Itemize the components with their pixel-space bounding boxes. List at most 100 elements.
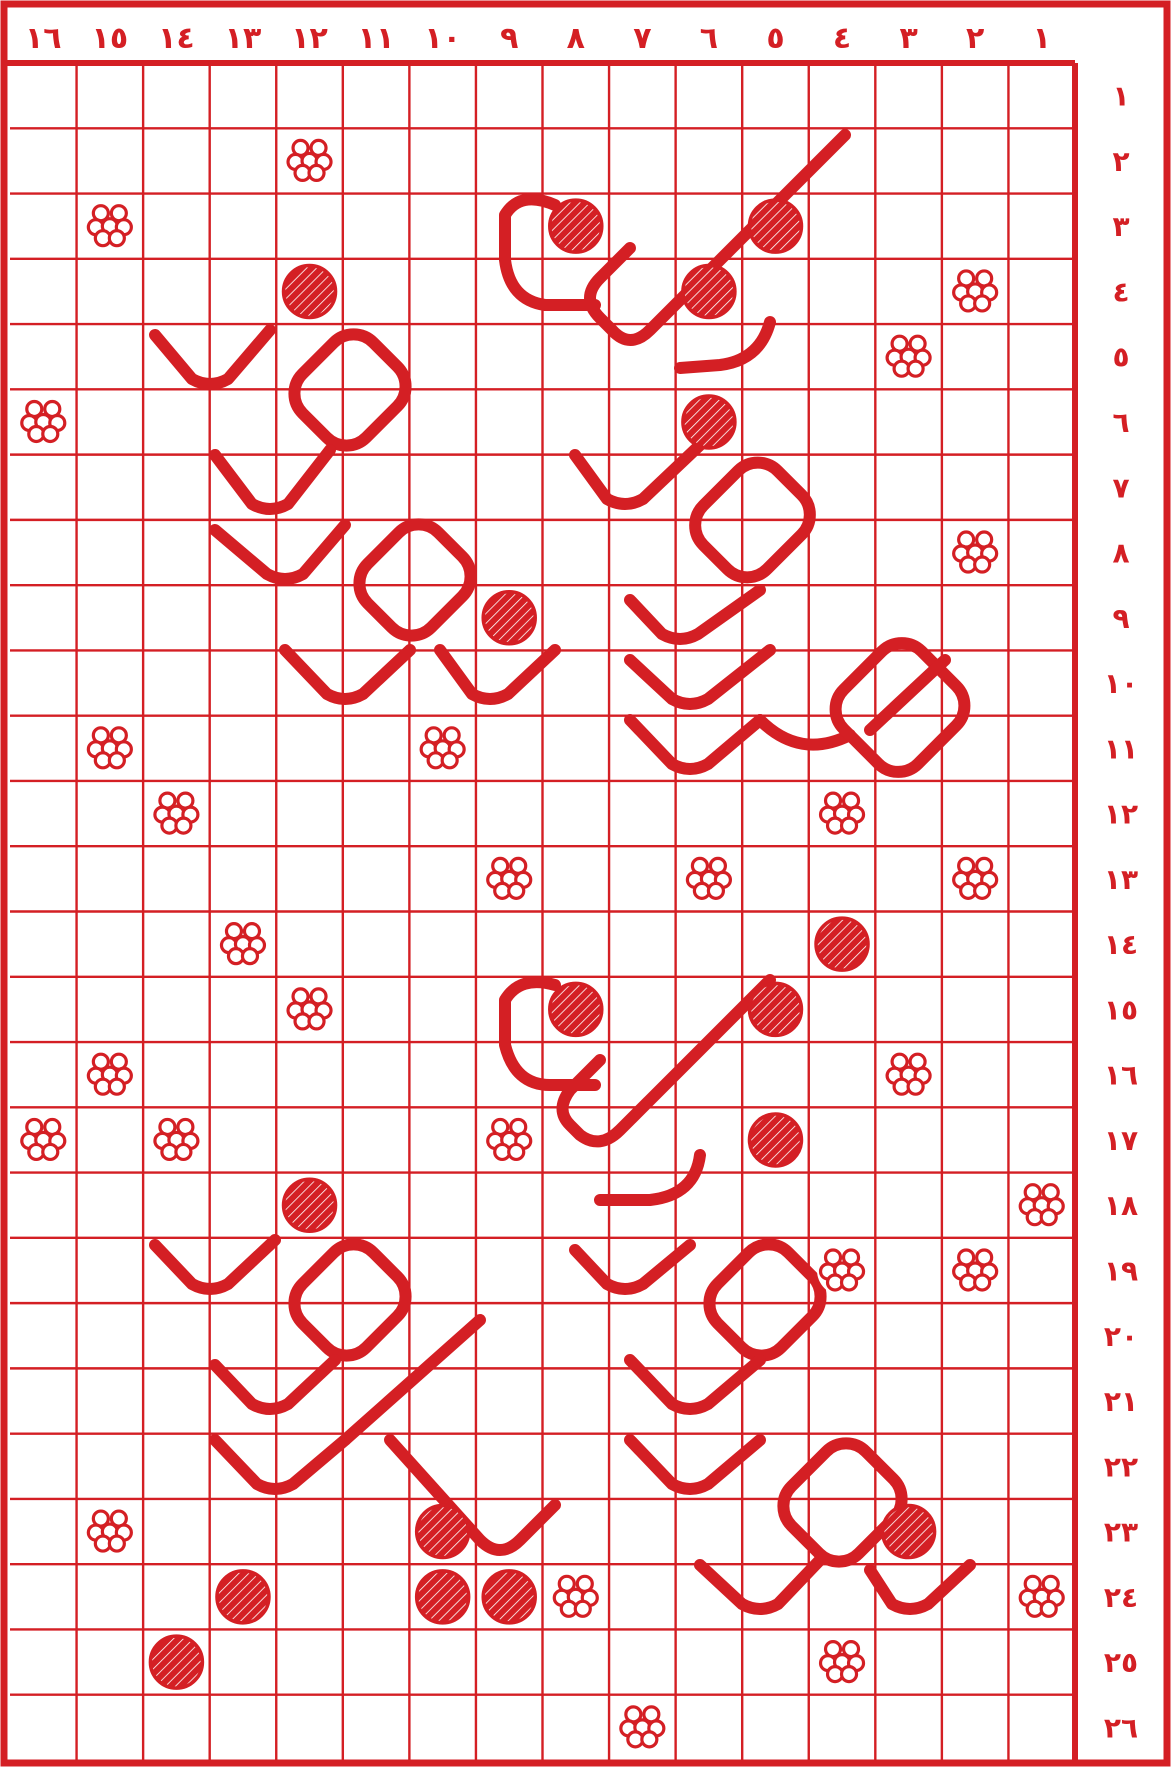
- row-number: ١٨: [1104, 1189, 1138, 1222]
- hatched-dot-icon: [883, 1506, 935, 1558]
- column-number: ٣: [899, 21, 917, 56]
- flower-cluster-icon: [418, 723, 468, 773]
- column-number: ٩: [500, 21, 518, 56]
- row-number: ١٦: [1104, 1059, 1138, 1092]
- column-number: ١: [1033, 21, 1051, 56]
- column-number: ١١: [358, 21, 395, 56]
- swoosh-stroke: [630, 1440, 760, 1489]
- loop-stroke: [283, 1233, 417, 1367]
- row-number: ٧: [1112, 471, 1129, 504]
- swoosh-stroke: [155, 1240, 275, 1289]
- swoosh-stroke: [575, 1245, 690, 1289]
- row-number: ٢١: [1104, 1385, 1138, 1418]
- crossbar-stroke: [870, 660, 945, 730]
- calligraphic-motifs: [155, 135, 976, 1609]
- flower-cluster-icon: [151, 1115, 201, 1165]
- row-number: ٨: [1112, 537, 1129, 570]
- row-number: ١: [1112, 80, 1129, 113]
- hatched-dot-icon: [483, 1571, 535, 1623]
- swoosh-stroke: [215, 1440, 345, 1489]
- hatched-dot-icon: [550, 200, 602, 252]
- swoosh-stroke: [700, 1560, 820, 1609]
- swoosh-stroke: [215, 525, 345, 579]
- hook-tail-stroke: [600, 1155, 700, 1200]
- column-number: ٤: [833, 21, 851, 56]
- flower-cluster-icon: [285, 136, 335, 186]
- hatched-dot-icon: [417, 1571, 469, 1623]
- row-number: ١٢: [1104, 798, 1138, 831]
- row-number: ٢٠: [1104, 1320, 1138, 1353]
- row-number: ٢٣: [1104, 1516, 1138, 1549]
- flower-cluster-icon: [684, 854, 734, 904]
- hatched-dot-icon: [417, 1506, 469, 1558]
- row-number: ٢: [1112, 145, 1129, 178]
- row-number: ٢٥: [1104, 1646, 1138, 1679]
- flower-cluster-icon: [884, 332, 934, 382]
- cross-stroke: [390, 1440, 555, 1550]
- hatched-dot-icon: [749, 200, 801, 252]
- row-number: ٤: [1112, 275, 1129, 308]
- column-number: ١٠: [424, 21, 461, 56]
- row-number: ١٠: [1104, 667, 1138, 700]
- column-number: ٥: [766, 21, 784, 56]
- flower-cluster-icon: [1017, 1180, 1067, 1230]
- column-number: ٨: [567, 21, 585, 56]
- column-number: ١٢: [291, 21, 328, 56]
- flower-cluster-icon: [85, 1507, 135, 1557]
- row-number-column: ١٢٣٤٥٦٧٨٩١٠١١١٢١٣١٤١٥١٦١٧١٨١٩٢٠٢١٢٢٢٣٢٤٢…: [1104, 80, 1138, 1745]
- cross-stroke: [345, 1320, 480, 1440]
- row-number: ٦: [1112, 406, 1129, 439]
- loop-stroke: [348, 513, 482, 647]
- row-number: ١٥: [1104, 993, 1138, 1026]
- hatched-dot-icon: [683, 396, 735, 448]
- row-number: ٢٤: [1104, 1581, 1138, 1614]
- flower-cluster-icon: [884, 1050, 934, 1100]
- hatched-dot-icon: [284, 265, 336, 317]
- column-number: ١٦: [25, 21, 62, 56]
- hatched-dot-icon: [683, 265, 735, 317]
- hatched-dot-icon: [150, 1636, 202, 1688]
- flower-cluster-icon: [950, 854, 1000, 904]
- flower-cluster-icon: [18, 397, 68, 447]
- hatched-dot-icon: [749, 983, 801, 1035]
- swoosh-stroke: [630, 590, 760, 639]
- column-number: ١٥: [92, 21, 129, 56]
- flower-cluster-icon: [18, 1115, 68, 1165]
- swoosh-stroke: [155, 330, 270, 384]
- column-number: ١٤: [158, 21, 195, 56]
- flower-cluster-icon: [817, 789, 867, 839]
- flower-cluster-icon: [484, 1115, 534, 1165]
- hatched-dot-icon: [749, 1114, 801, 1166]
- row-number: ١٧: [1104, 1124, 1138, 1157]
- row-number: ١٤: [1104, 928, 1138, 961]
- hook-tail-stroke: [680, 322, 770, 368]
- swoosh-stroke: [630, 720, 760, 769]
- hatched-dot-icon: [550, 983, 602, 1035]
- hatched-dot-icon: [483, 592, 535, 644]
- row-number: ١١: [1104, 732, 1138, 765]
- loop-stroke: [698, 1233, 832, 1367]
- column-number: ١٣: [225, 21, 262, 56]
- row-number: ٢٢: [1104, 1450, 1138, 1483]
- flower-cluster-icon: [950, 266, 1000, 316]
- flower-cluster-icon: [551, 1572, 601, 1622]
- flower-cluster-icon: [285, 984, 335, 1034]
- swoosh-stroke: [870, 1565, 970, 1609]
- row-number: ١٩: [1104, 1254, 1138, 1287]
- flower-cluster-icon: [151, 789, 201, 839]
- hatched-dot-icon: [217, 1571, 269, 1623]
- swoosh-stroke: [440, 650, 555, 699]
- column-number: ٦: [700, 21, 718, 56]
- flower-cluster-icon: [85, 1050, 135, 1100]
- flower-cluster-icon: [817, 1637, 867, 1687]
- hatched-dot-icon: [816, 918, 868, 970]
- column-number: ٢: [966, 21, 984, 56]
- swoosh-stroke: [285, 650, 410, 699]
- flower-cluster-icon: [817, 1245, 867, 1295]
- swoosh-stroke: [630, 650, 770, 704]
- column-number: ٧: [633, 21, 651, 56]
- flower-cluster-icon: [85, 723, 135, 773]
- row-number: ٢٦: [1104, 1711, 1138, 1744]
